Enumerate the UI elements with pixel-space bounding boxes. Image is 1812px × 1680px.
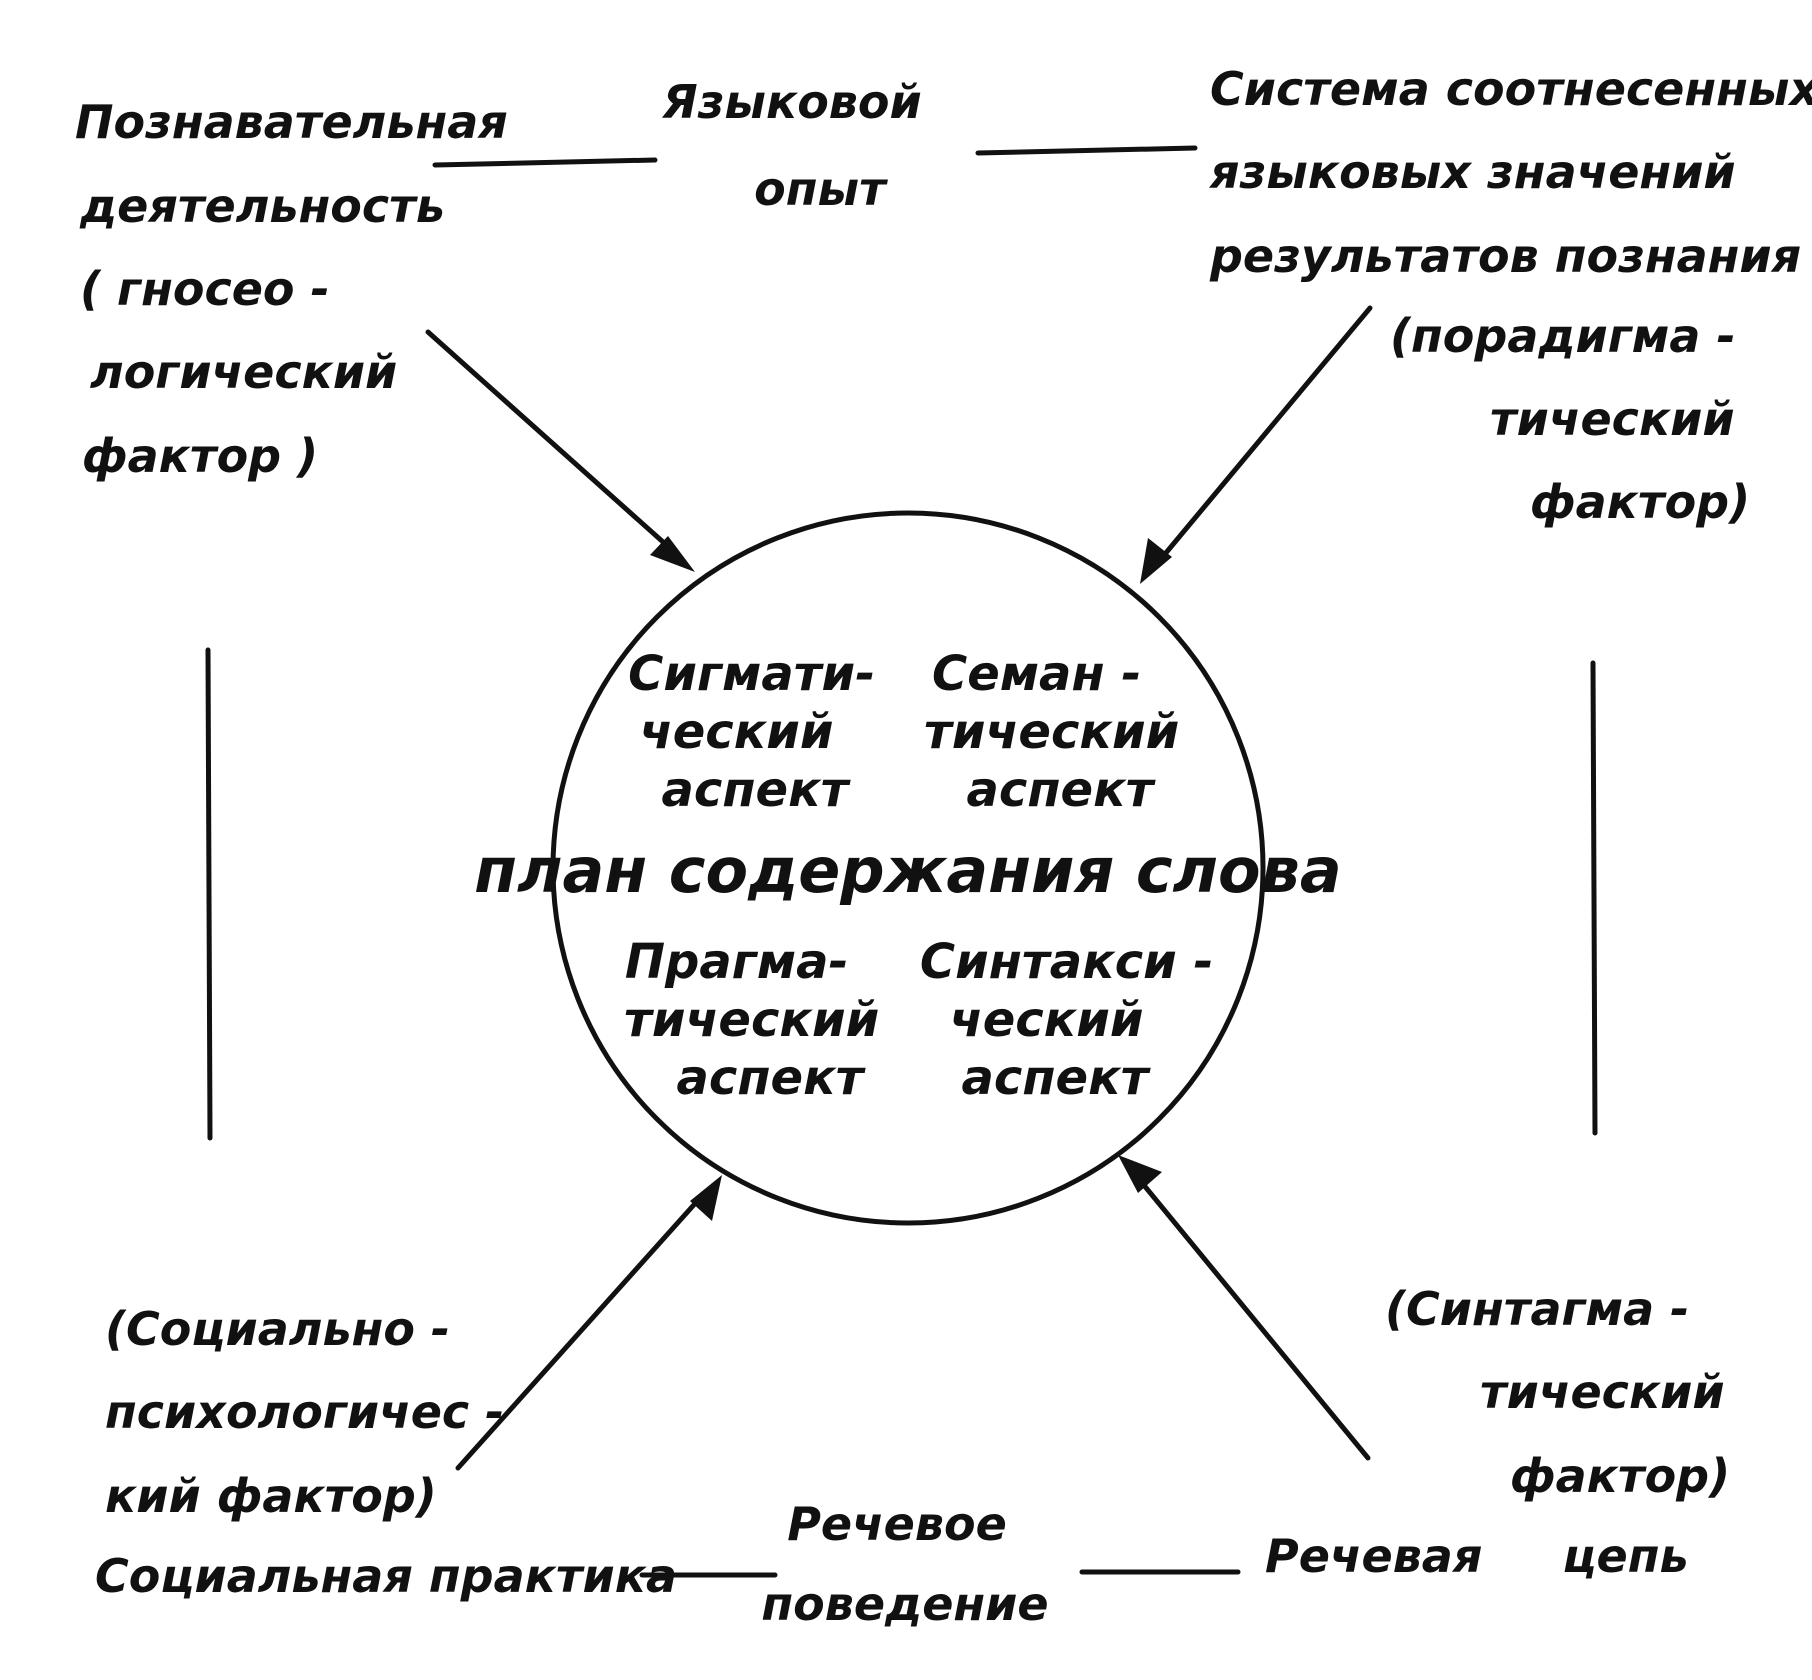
label-speech-chain: (Синтагма - тический фактор) Речевая цеп…	[1265, 1282, 1746, 1583]
arrow-top-left	[425, 329, 695, 572]
label-cognitive-activity: Познавательная деятельность ( гносео - л…	[75, 95, 524, 483]
label-speech-behavior: Речевое поведение	[761, 1497, 1048, 1631]
arrow-bottom-right	[1118, 1155, 1371, 1461]
arrow-top-right	[1140, 305, 1373, 584]
connector-top-left	[432, 157, 658, 168]
center-title: план содержания слова	[474, 834, 1341, 907]
arrow-bottom-left	[455, 1175, 722, 1471]
connector-left-vertical	[205, 647, 213, 1141]
aspect-pragmatic: Прагма- тический аспект	[624, 934, 896, 1106]
aspect-semantic: Семан - тический аспект	[924, 646, 1196, 818]
central-circle	[550, 510, 1266, 1226]
aspect-syntactic: Синтакси - ческий аспект	[920, 934, 1230, 1106]
connector-right-vertical	[1590, 660, 1598, 1136]
label-language-experience: Языковой опыт	[661, 75, 938, 216]
label-social-practice: (Социально - психологичес - кий фактор) …	[95, 1302, 677, 1603]
aspect-sigmatic: Сигмати- ческий аспект	[628, 646, 892, 818]
connector-top-right	[975, 145, 1198, 156]
label-system-of-meanings: Система соотнесенных языковых значений р…	[1208, 62, 1812, 529]
